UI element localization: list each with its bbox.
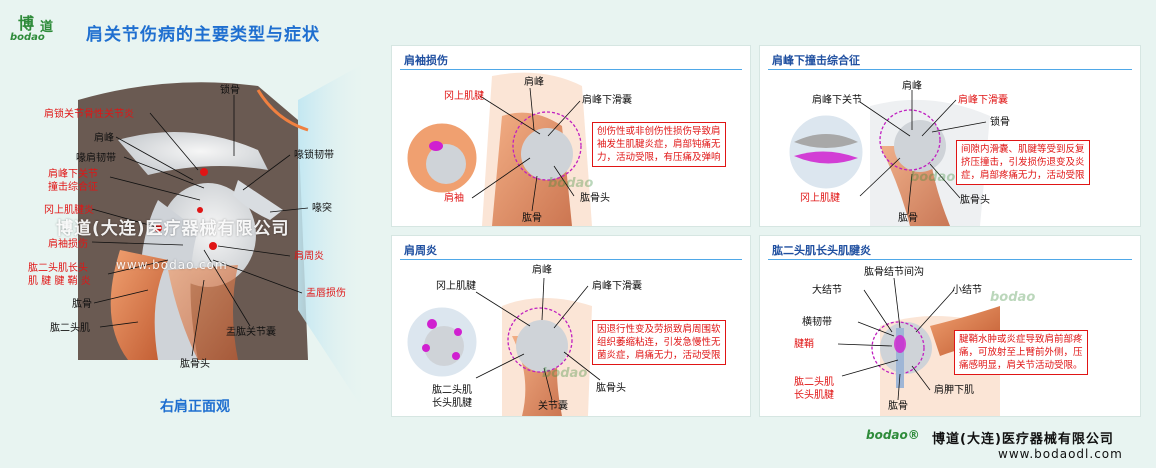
illustration-caption: 右肩正面观 [160,399,230,415]
watermark-logo: bodao [548,176,594,191]
watermark-company: 博道(大连)医疗器械有限公司 [56,219,290,239]
footer-url: www.bodaodl.com [998,447,1123,461]
watermark-logo: bodao [910,170,956,185]
label-coracoclavicular-ligament: 喙锁韧带 [294,150,334,161]
symptom-description: 创伤性或非创伤性损伤导致肩 袖发生肌腱炎症，肩部钝痛无 力，活动受限，有压痛及弹… [592,122,726,167]
label-supraspinatus: 冈上肌腱 [436,281,476,292]
label-supraspinatus: 冈上肌腱 [444,91,484,102]
impingement-drawing [786,90,990,226]
frozen-shoulder-drawing [404,277,601,416]
label-humerus: 肱骨 [898,213,918,224]
label-clavicle: 锁骨 [990,117,1010,128]
rotator-cuff-drawing [404,72,592,226]
card-title: 肩峰下撞击综合征 [772,54,860,67]
label-subacromial-joint: 肩峰下关节 [812,95,862,106]
label-clavicle: 锁骨 [220,85,240,96]
label-supraspinatus-tendinitis: 冈上肌腱炎 [44,205,94,216]
label-acromion: 肩峰 [532,265,552,276]
label-acromion: 肩峰 [524,77,544,88]
label-humeral-head: 肱骨头 [596,383,626,394]
label-subacromial-bursa: 肩峰下滑囊 [958,95,1008,106]
label-acj-arthritis: 肩锁关节骨性关节炎 [44,109,134,120]
card-frozen-shoulder: 肩周炎 冈上肌腱 肩峰 肩峰下滑囊 肱二头肌 长头肌腱 关节囊 肱骨头 因退行性… [392,236,750,416]
shoulder-anatomy-drawing [48,60,370,420]
label-humeral-head: 肱骨头 [180,359,210,370]
title-rule [768,259,1132,260]
label-frozen-shoulder: 肩周炎 [294,251,324,262]
right-shoulder-illustration: 肩锁关节骨性关节炎 肩峰 喙肩韧带 肩峰下关节 撞击综合征 冈上肌腱炎 肩袖损伤… [8,60,370,420]
logo-glyph-1: 博 [18,14,35,33]
label-humerus: 肱骨 [522,213,542,224]
label-humeral-head: 肱骨头 [580,193,610,204]
card-impingement: 肩峰下撞击综合征 肩峰下关节 肩峰 肩峰下滑囊 锁骨 冈上肌腱 肱骨 肱骨头 间… [760,46,1140,226]
logo-glyph-2: 道 [40,20,54,35]
card-rotator-cuff: 肩袖损伤 冈上肌腱 肩峰 肩峰下滑囊 肩袖 肱骨 肱骨头 创伤性或非创伤性损伤导… [392,46,750,226]
label-supraspinatus: 冈上肌腱 [800,193,840,204]
card-title: 肱二头肌长头肌腱炎 [772,244,871,257]
label-rotator-cuff: 肩袖 [444,193,464,204]
symptom-description: 因退行性变及劳损致肩周围软 组织萎缩粘连，引发急慢性无 菌炎症，肩痛无力，活动受… [592,320,726,365]
label-tendon-sheath: 腱鞘 [794,339,814,350]
label-intertubercular-groove: 肱骨结节间沟 [864,267,924,278]
footer-brand-logo: bodao® [866,428,920,442]
label-acromion: 肩峰 [902,81,922,92]
label-humeral-head: 肱骨头 [960,195,990,206]
label-biceps-tenosynovitis: 肱二头肌长头 肌 腱 腱 鞘 炎 [28,263,91,287]
label-rotator-cuff: 肩袖损伤 [48,239,88,250]
logo-word: bodao [10,32,45,43]
label-subscapularis: 肩胛下肌 [934,385,974,396]
symptom-description: 间隙内滑囊、肌腱等受到反复 挤压撞击，引发损伤退变及炎 症，肩部疼痛无力，活动受… [956,140,1090,185]
label-humerus: 肱骨 [72,299,92,310]
label-humerus: 肱骨 [888,401,908,412]
label-acromion: 肩峰 [94,133,114,144]
card-biceps-tendinitis: 肱二头肌长头肌腱炎 肱骨结节间沟 大结节 小结节 横韧带 腱鞘 肱二头肌 长头肌… [760,236,1140,416]
card-title: 肩袖损伤 [404,54,448,67]
watermark-url: www.bodao.com [116,258,228,272]
label-lesser-tubercle: 小结节 [952,285,982,296]
label-impingement: 肩峰下关节 撞击综合征 [48,169,98,193]
label-greater-tubercle: 大结节 [812,285,842,296]
brand-logo: 博 道 bodao [8,10,66,44]
label-biceps-tendon: 肱二头肌 长头肌腱 [432,385,472,409]
label-labrum: 盂唇损伤 [306,288,346,299]
watermark-logo: bodao [542,366,588,381]
title-rule [768,69,1132,70]
symptom-description: 腱鞘水肿或炎症导致肩前部疼 痛，可放射至上臂前外侧，压 痛感明显，肩关节活动受限… [954,330,1088,375]
label-joint-capsule: 关节囊 [538,401,568,412]
card-title: 肩周炎 [404,244,437,257]
label-gh-bursa: 盂肱关节囊 [226,327,276,338]
watermark-logo: bodao [990,290,1036,305]
title-rule [400,259,742,260]
label-biceps: 肱二头肌 [50,323,90,334]
label-subacromial-bursa: 肩峰下滑囊 [592,281,642,292]
label-biceps-tendon: 肱二头肌 长头肌腱 [794,377,834,401]
page-title: 肩关节伤病的主要类型与症状 [86,25,320,45]
label-transverse-ligament: 横韧带 [802,317,832,328]
label-subacromial-bursa: 肩峰下滑囊 [582,95,632,106]
title-rule [400,69,742,70]
label-coracoid: 喙突 [312,203,332,214]
footer-company-name: 博道(大连)医疗器械有限公司 [932,432,1114,447]
label-coracoacromial-ligament: 喙肩韧带 [76,153,116,164]
